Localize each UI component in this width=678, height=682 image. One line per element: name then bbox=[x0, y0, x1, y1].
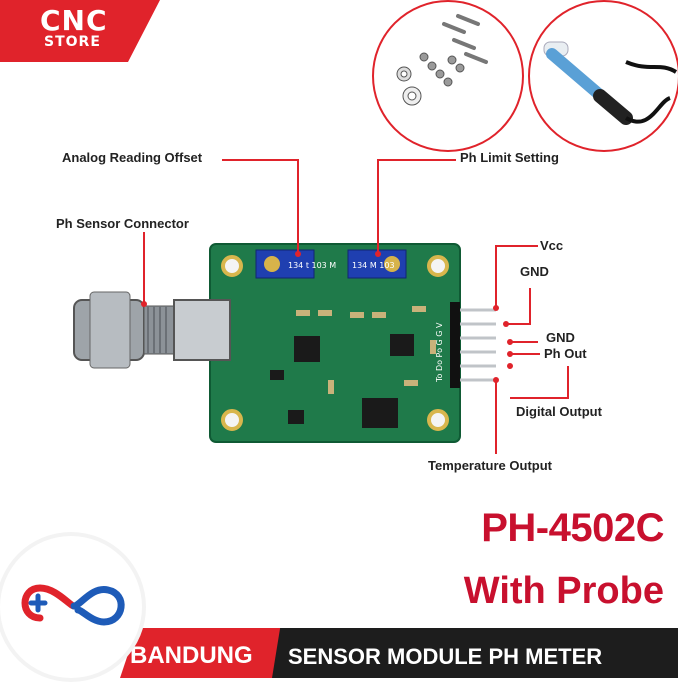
ph-module-board-image: 134 t 103 M 134 M 103 To Do Po G G V bbox=[73, 243, 496, 443]
screws-inset-image bbox=[372, 0, 524, 152]
probe-inset-image bbox=[528, 0, 678, 152]
tagline-label: SENSOR MODULE PH METER bbox=[288, 644, 603, 669]
infinity-logo-icon bbox=[21, 584, 125, 626]
brand-name: CNC bbox=[40, 4, 108, 37]
pot1-marking: 134 t 103 M bbox=[288, 261, 336, 270]
product-subtitle: With Probe bbox=[463, 570, 664, 612]
pin-silkscreen: To Do Po G G V bbox=[435, 322, 444, 383]
product-model: PH-4502C bbox=[481, 506, 664, 550]
pot2-marking: 134 M 103 bbox=[352, 261, 395, 270]
label-ph-limit-setting: Ph Limit Setting bbox=[460, 150, 559, 165]
label-gnd-2: GND bbox=[546, 330, 575, 345]
store-logo bbox=[0, 536, 142, 678]
brand-badge: CNC STORE bbox=[0, 0, 160, 62]
label-digital-output: Digital Output bbox=[516, 404, 602, 419]
city-label: BANDUNG bbox=[130, 642, 253, 669]
brand-subname: STORE bbox=[44, 34, 101, 50]
label-ph-sensor-connector: Ph Sensor Connector bbox=[56, 216, 189, 231]
label-temperature-output: Temperature Output bbox=[428, 458, 552, 473]
label-ph-out: Ph Out bbox=[544, 346, 587, 361]
label-vcc: Vcc bbox=[540, 238, 564, 253]
label-analog-reading-offset: Analog Reading Offset bbox=[62, 150, 203, 165]
bottom-dark-band bbox=[272, 628, 678, 678]
label-gnd-1: GND bbox=[520, 264, 549, 279]
bottom-banner: BANDUNG SENSOR MODULE PH METER bbox=[0, 628, 678, 678]
